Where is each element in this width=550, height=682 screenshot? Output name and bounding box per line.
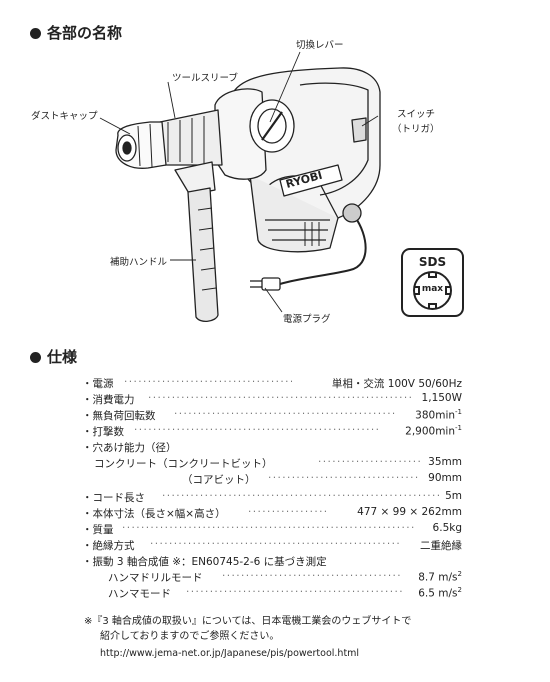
bullet-icon — [30, 352, 41, 363]
spec-row-concrete: コンクリート（コンクリートビット） ······················… — [94, 456, 462, 470]
parts-section-title: 各部の名称 — [30, 22, 122, 43]
bullet-icon — [30, 28, 41, 39]
spec-row-hammerdrill: ハンマドリルモード ······························… — [108, 570, 462, 584]
switch-lever-label: 切換レバー — [296, 40, 344, 51]
spec-row-vibration: ・振動 3 軸合成値 ※：EN60745-2-6 に基づき測定 — [82, 556, 327, 568]
tool-sleeve-label: ツールスリーブ — [172, 73, 238, 84]
spec-row-corebit: （コアビット） ································… — [182, 472, 462, 486]
footnote-line2: 紹介しておりますのでご参照ください。 — [100, 631, 280, 642]
dust-cap-label: ダストキャップ — [31, 111, 98, 122]
spec-row-hammer: ハンマモード ·································… — [108, 586, 462, 600]
spec-row-consumption: ・消費電力 ··································… — [82, 392, 462, 406]
spec-section-title: 仕様 — [30, 346, 77, 367]
spec-row-dimensions: ・本体寸法（長さ×幅×高さ） ·························… — [82, 506, 462, 520]
max-label: max — [421, 284, 444, 294]
spec-row-cord: ・コード長さ ·································… — [82, 490, 462, 504]
trigger-label: （トリガ） — [392, 124, 440, 135]
jema-link[interactable]: http://www.jema-net.or.jp/Japanese/pis/p… — [100, 648, 360, 659]
sds-shank-icon — [412, 270, 453, 311]
spec-row-rpm: ・無負荷回転数 ································… — [82, 408, 462, 422]
footnote-line1: ※『3 軸合成値の取扱い』については、日本電機工業会のウェブサイトで — [84, 616, 412, 627]
spec-row-impact: ・打撃数 ···································… — [82, 424, 462, 438]
hammer-drill-illustration: RYOBI — [99, 51, 381, 322]
power-plug-label: 電源プラグ — [283, 314, 331, 325]
sds-label: SDS — [418, 255, 447, 269]
spec-row-power: ・電源 ····································… — [82, 376, 462, 390]
switch-label: スイッチ — [397, 109, 436, 120]
spec-row-weight: ・質量 ····································… — [82, 522, 462, 536]
spec-row-drilling: ・穴あけ能力（径） — [82, 442, 177, 454]
spec-row-insulation: ・絶縁方式 ··································… — [82, 538, 462, 552]
sds-max-badge: SDS max — [401, 248, 464, 317]
aux-handle-label: 補助ハンドル — [110, 257, 168, 268]
